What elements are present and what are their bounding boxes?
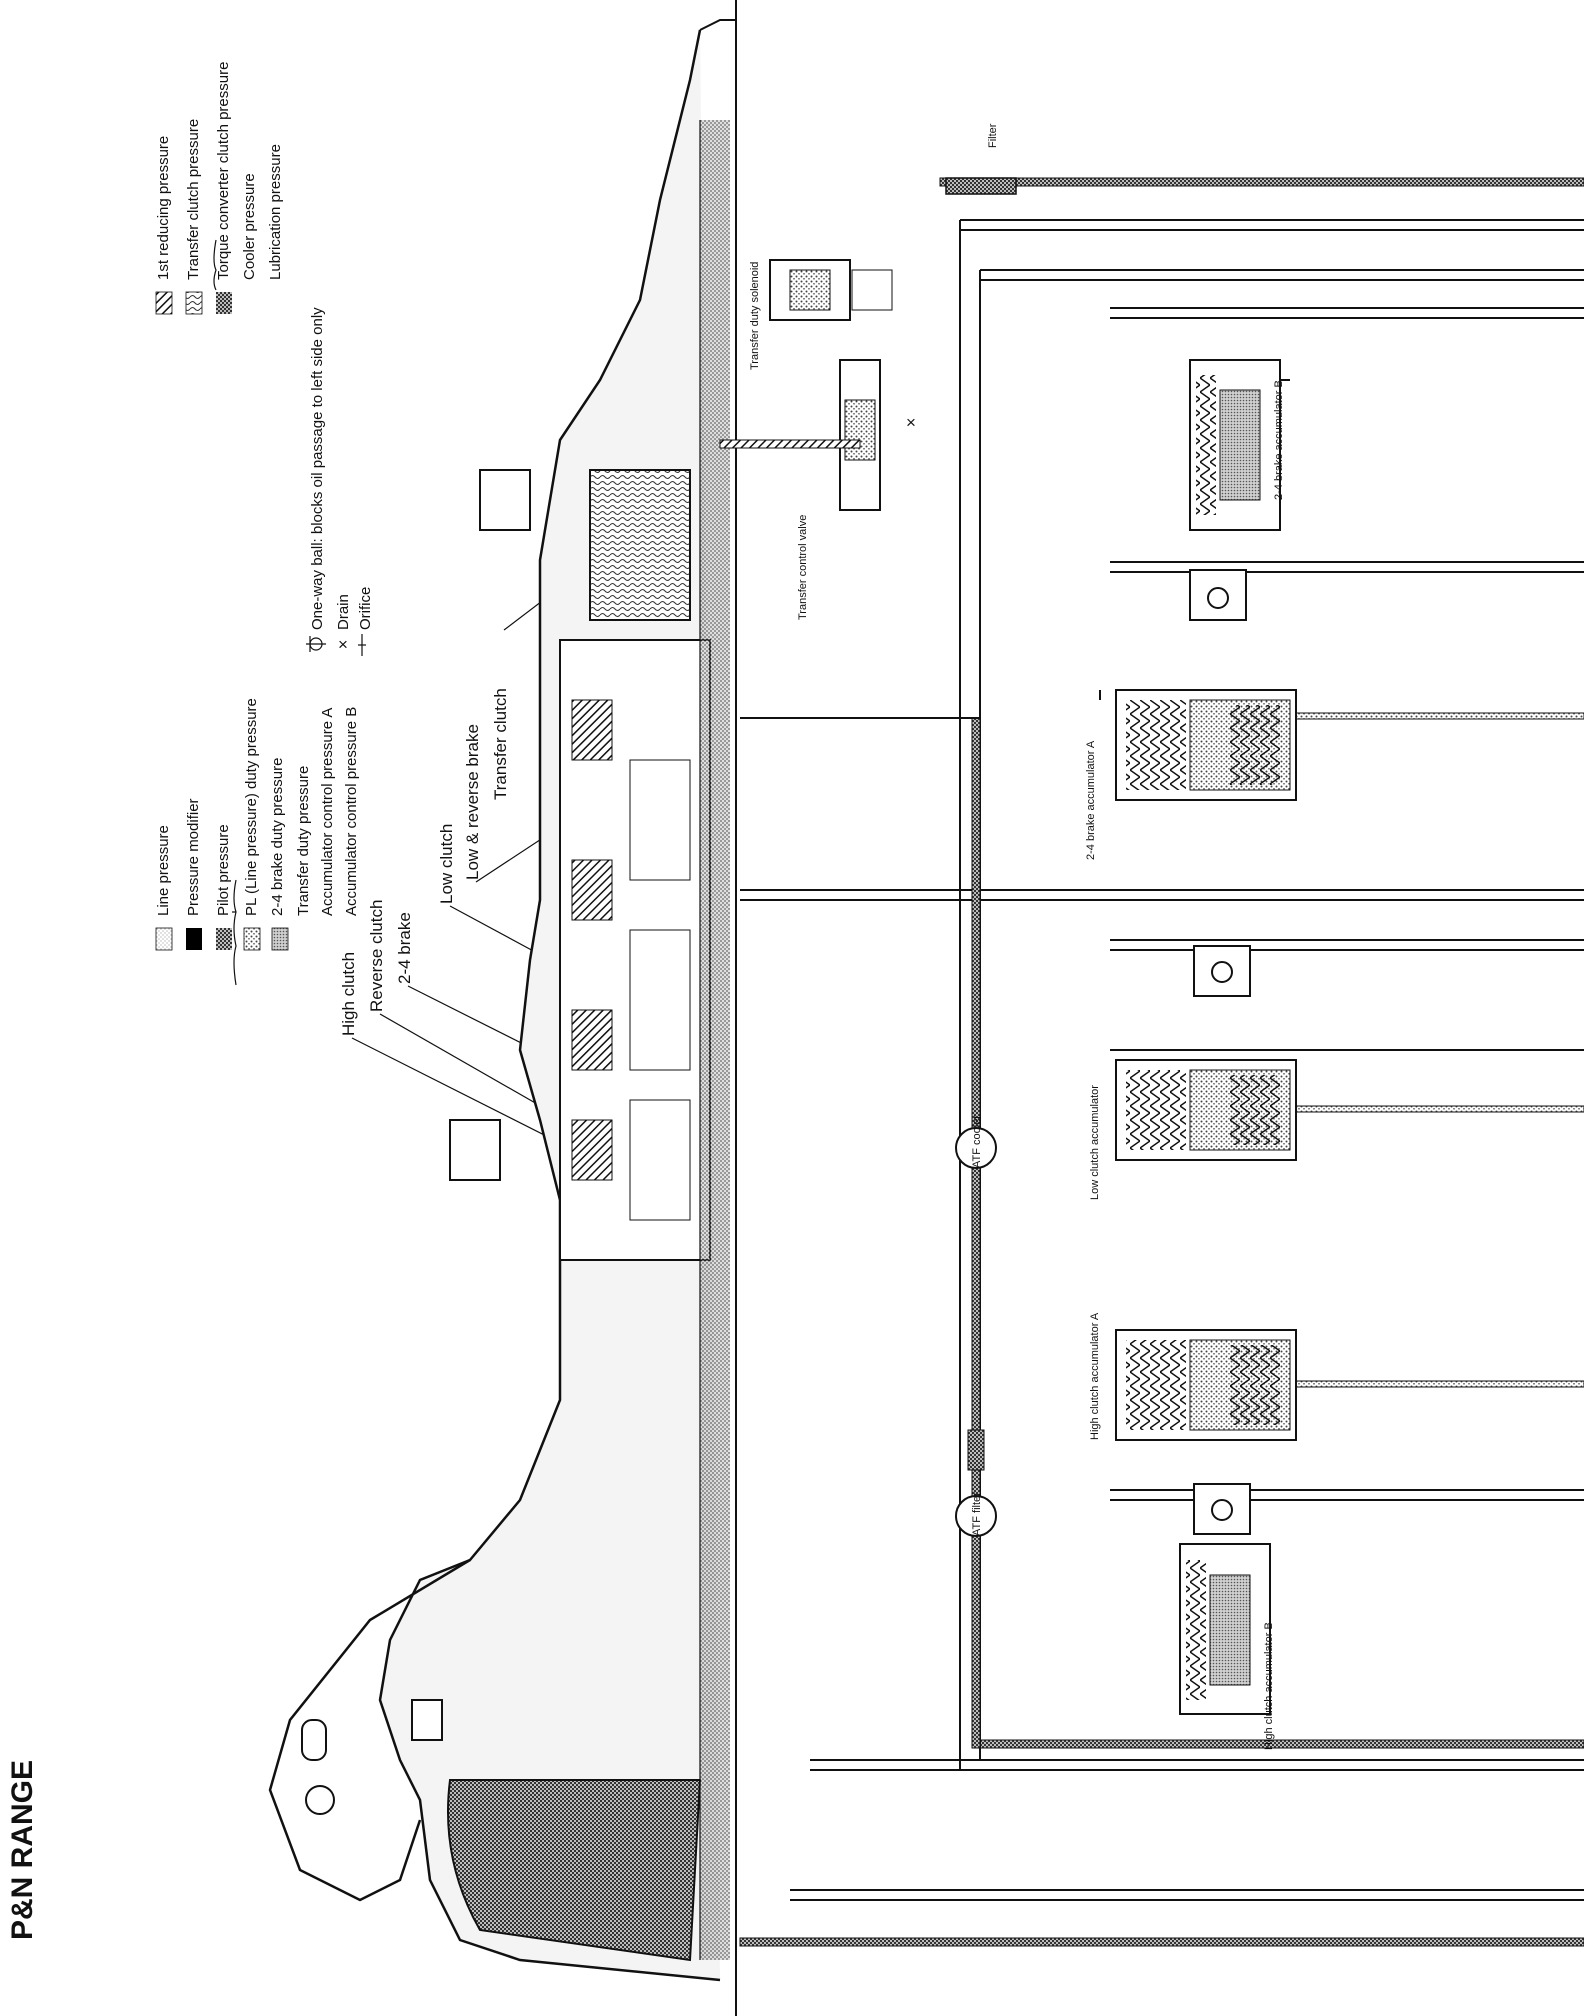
bellhousing-hole bbox=[305, 1785, 335, 1815]
filter-label: Filter bbox=[987, 123, 999, 148]
symbols-legend: One-way ball: blocks oil passage to left… bbox=[306, 307, 374, 656]
transfer-duty-solenoid-label: Transfer duty solenoid bbox=[749, 262, 761, 370]
transfer-feed-line bbox=[719, 439, 861, 449]
passage-low-accum bbox=[1289, 1105, 1584, 1113]
legend-pilot-pressure: Pilot pressure bbox=[215, 824, 232, 916]
filter: Filter bbox=[945, 123, 1017, 195]
symbol-drain: Drain bbox=[335, 594, 352, 630]
legend-accum-a: Accumulator control pressure A bbox=[319, 708, 336, 916]
legend-swatch-pilot bbox=[216, 928, 232, 950]
bellhousing-slot bbox=[301, 1719, 327, 1761]
mount-boss-upper bbox=[479, 469, 531, 531]
transmission-housing bbox=[268, 0, 737, 2016]
legend-swatch-line bbox=[155, 927, 173, 951]
rear-extension bbox=[699, 19, 736, 31]
legend-pressure-modifier: Pressure modifier bbox=[185, 798, 202, 916]
filter-body bbox=[945, 177, 1017, 195]
legend-swatch-dots bbox=[243, 927, 261, 951]
hydraulic-passages bbox=[739, 177, 1584, 1947]
legend-swatch-accum bbox=[271, 927, 289, 951]
legend-swatch-modifier bbox=[186, 928, 202, 950]
brake-24-accum-b-label: 2-4 brake accumulator B bbox=[1273, 380, 1285, 500]
passage-filter-line bbox=[939, 177, 1584, 187]
legend-transfer-duty: Transfer duty pressure bbox=[295, 766, 312, 916]
low-clutch-accumulator: Low clutch accumulator bbox=[1089, 1059, 1297, 1200]
legend-brace-1 bbox=[232, 879, 237, 986]
legend-pl-duty: PL (Line pressure) duty pressure bbox=[243, 698, 260, 916]
legend-swatch-wave bbox=[185, 291, 203, 315]
cooler-riser bbox=[971, 717, 981, 1749]
legend-line-pressure: Line pressure bbox=[155, 825, 172, 916]
transfer-control-valve-label: Transfer control valve bbox=[797, 515, 809, 620]
passage-cooler-return bbox=[975, 1739, 1584, 1749]
passage-high-accum bbox=[1289, 1380, 1584, 1388]
orifice-icon bbox=[358, 634, 366, 656]
transfer-duty-solenoid: Transfer duty solenoid bbox=[749, 259, 893, 370]
one-way-ball-high bbox=[1193, 1483, 1251, 1535]
one-way-ball-24 bbox=[1189, 569, 1247, 621]
callouts: High clutch Reverse clutch 2-4 brake Low… bbox=[339, 559, 597, 1151]
mount-boss-lower bbox=[449, 1119, 501, 1181]
callout-low-clutch: Low clutch bbox=[437, 824, 456, 904]
brake-24-accumulator-b: 2-4 brake accumulator B bbox=[1189, 359, 1290, 531]
one-way-ball-icon bbox=[306, 636, 326, 652]
one-way-ball-low bbox=[1193, 945, 1251, 997]
brake-24-accum-a-label: 2-4 brake accumulator A bbox=[1085, 740, 1097, 860]
legend-brace-2 bbox=[213, 239, 217, 291]
legend-left: Line pressure Pressure modifier Pilot pr… bbox=[155, 698, 360, 986]
brake-24-accumulator-a: 2-4 brake accumulator A bbox=[1085, 689, 1297, 860]
callout-high-clutch: High clutch bbox=[339, 952, 358, 1036]
page-title: P&N RANGE bbox=[6, 1760, 39, 1940]
transfer-control-valve: × Transfer control valve bbox=[719, 359, 916, 620]
low-clutch-accum-label: Low clutch accumulator bbox=[1089, 1085, 1101, 1200]
high-clutch-accum-b-label: High clutch accumulator B bbox=[1263, 1622, 1275, 1750]
legend-24-brake-duty: 2-4 brake duty pressure bbox=[269, 758, 286, 916]
valve-drain-icon: × bbox=[906, 413, 916, 432]
symbol-orifice: Orifice bbox=[357, 587, 374, 630]
callout-24-brake: 2-4 brake bbox=[395, 912, 414, 984]
legend-cooler-pressure: Cooler pressure bbox=[241, 173, 258, 280]
legend-accum-b: Accumulator control pressure B bbox=[343, 707, 360, 916]
high-clutch-accumulator-b: High clutch accumulator B bbox=[1179, 1543, 1275, 1750]
atf-filter-label: ATF filter bbox=[971, 1492, 983, 1536]
mount-boss-front bbox=[411, 1699, 443, 1741]
legend-swatch-hatch bbox=[155, 291, 173, 315]
transfer-clutch-pack bbox=[589, 469, 691, 621]
legend-lube-pressure: Lubrication pressure bbox=[267, 144, 284, 280]
callout-line-high bbox=[351, 1037, 575, 1151]
passage-accum-a bbox=[1289, 712, 1584, 720]
callout-low-reverse-brake: Low & reverse brake bbox=[463, 724, 482, 880]
legend-swatch-lube bbox=[216, 292, 232, 314]
atf-cooler: ATF cooler bbox=[955, 1115, 997, 1169]
legend-right: 1st reducing pressure Transfer clutch pr… bbox=[155, 62, 284, 315]
atf-cooler-label: ATF cooler bbox=[971, 1115, 983, 1168]
drain-icon: × bbox=[338, 635, 348, 654]
legend-transfer-clutch: Transfer clutch pressure bbox=[185, 119, 202, 280]
legend-tcc-pressure: Torque converter clutch pressure bbox=[215, 62, 232, 280]
torque-converter bbox=[447, 1779, 702, 1962]
legend-1st-reducing: 1st reducing pressure bbox=[155, 136, 172, 280]
passage-lube bbox=[739, 1937, 1584, 1947]
high-clutch-accumulator-a: High clutch accumulator A bbox=[1089, 1312, 1297, 1441]
symbol-one-way-ball: One-way ball: blocks oil passage to left… bbox=[309, 307, 326, 630]
bellhousing-fin bbox=[268, 1558, 471, 1902]
high-clutch-accum-a-label: High clutch accumulator A bbox=[1089, 1312, 1101, 1440]
svg-text:P&N RANGE: P&N RANGE bbox=[6, 1760, 39, 1940]
clutch-plates bbox=[571, 699, 691, 1221]
callout-transfer-clutch: Transfer clutch bbox=[491, 688, 510, 800]
atf-filter: ATF filter bbox=[955, 1429, 997, 1537]
callout-reverse-clutch: Reverse clutch bbox=[367, 900, 386, 1012]
atf-filter-element bbox=[967, 1429, 985, 1471]
shaft-passage bbox=[700, 120, 730, 1960]
